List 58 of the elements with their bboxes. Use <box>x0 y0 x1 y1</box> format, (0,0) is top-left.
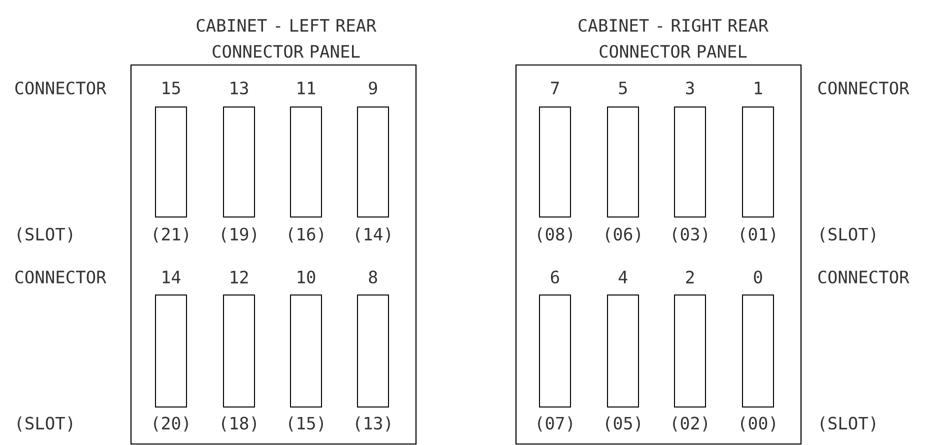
connector-slot <box>290 294 322 408</box>
row-label: (SLOT) <box>18 227 72 243</box>
connector-slot <box>742 294 774 408</box>
slot-number: (19) <box>222 227 256 243</box>
connector-number: 4 <box>618 270 628 284</box>
row-label: CONNECTOR <box>15 82 106 94</box>
connector-number: 5 <box>619 82 627 94</box>
connector-number: 9 <box>368 82 377 94</box>
slot-number: (21) <box>154 227 188 243</box>
connector-slot <box>674 294 706 408</box>
row-label: (SLOT) <box>820 227 876 243</box>
connector-number: 11 <box>298 82 316 94</box>
connector-slot <box>607 294 639 408</box>
connector-number: 13 <box>230 82 248 94</box>
connector-slot <box>607 106 639 218</box>
connector-number: 1 <box>754 82 762 94</box>
connector-slot <box>290 106 322 218</box>
connector-number: 2 <box>686 270 694 284</box>
slot-number: (03) <box>673 227 707 243</box>
connector-number: 8 <box>368 270 378 284</box>
connector-slot <box>155 294 187 408</box>
slot-number: (05) <box>606 416 640 432</box>
connector-slot <box>742 106 774 218</box>
connector-number: 3 <box>686 82 694 94</box>
connector-slot <box>223 294 255 408</box>
slot-number: (18) <box>222 416 256 432</box>
connector-slot <box>155 106 187 218</box>
row-label: (SLOT) <box>18 416 72 432</box>
slot-number: (07) <box>538 416 572 432</box>
connector-number: 10 <box>298 270 316 284</box>
slot-number: (20) <box>154 416 188 432</box>
row-label: (SLOT) <box>820 416 876 432</box>
connector-slot <box>674 106 706 218</box>
connector-number: 0 <box>754 270 762 284</box>
connector-number: 14 <box>162 270 180 284</box>
panel-heading: CABINET - LEFT REAR CONNECTOR PANEL <box>196 18 376 58</box>
connector-number: 15 <box>162 82 180 94</box>
connector-number: 12 <box>230 270 248 284</box>
connector-slot <box>539 294 571 408</box>
connector-slot <box>357 106 389 218</box>
slot-number: (01) <box>741 227 775 243</box>
slot-number: (14) <box>356 227 390 243</box>
connector-number: 6 <box>550 270 560 284</box>
connector-slot <box>223 106 255 218</box>
row-label: CONNECTOR <box>15 270 106 284</box>
panel-heading: CABINET - RIGHT REAR CONNECTOR PANEL <box>578 18 768 58</box>
connector-slot <box>539 106 571 218</box>
slot-number: (02) <box>673 416 707 432</box>
connector-slot <box>357 294 389 408</box>
row-label: CONNECTOR <box>818 82 910 94</box>
slot-number: (06) <box>606 227 640 243</box>
slot-number: (15) <box>289 416 323 432</box>
row-label: CONNECTOR <box>818 270 910 284</box>
slot-number: (13) <box>356 416 390 432</box>
slot-number: (16) <box>289 227 323 243</box>
slot-number: (00) <box>741 416 775 432</box>
slot-number: (08) <box>538 227 572 243</box>
connector-number: 7 <box>551 82 559 94</box>
